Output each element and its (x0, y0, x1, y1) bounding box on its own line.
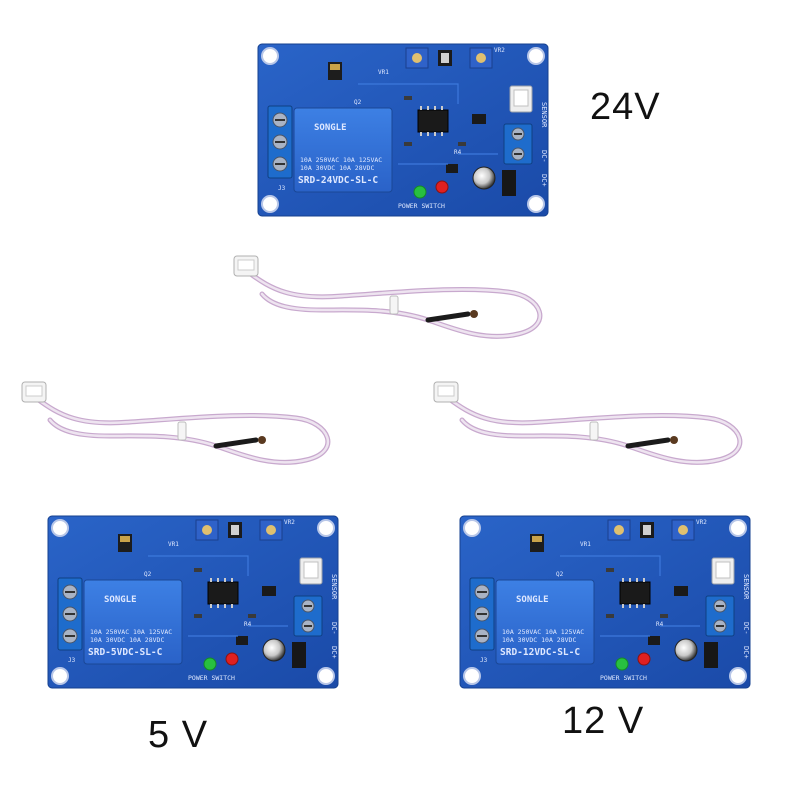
silk-power-switch: POWER SWITCH (600, 674, 647, 682)
relay-model: SRD-5VDC-SL-C (88, 647, 163, 658)
silk-j3: J3 (480, 657, 488, 664)
silk-j3: J3 (68, 657, 76, 664)
silk-dc-minus: DC- (330, 622, 338, 635)
silk-vr2: VR2 (696, 519, 707, 526)
silk-sensor: SENSOR (540, 102, 548, 128)
relay-model: SRD-24VDC-SL-C (298, 175, 378, 186)
voltage-label-24v: 24V (590, 86, 661, 128)
silk-sensor: SENSOR (330, 574, 338, 600)
silk-vr1: VR1 (378, 69, 389, 76)
relay-model: SRD-12VDC-SL-C (500, 647, 580, 658)
silk-dc-minus: DC- (540, 150, 548, 163)
silk-vr1: VR1 (580, 541, 591, 548)
silk-q2: Q2 (556, 571, 564, 578)
voltage-label-12v: 12 V (562, 700, 645, 742)
silk-power-switch: POWER SWITCH (398, 202, 445, 210)
relay-brand: SONGLE (314, 123, 347, 133)
silk-vr2: VR2 (284, 519, 295, 526)
silk-j3: J3 (278, 185, 286, 192)
silk-q2: Q2 (144, 571, 152, 578)
sensor-cable-right (434, 382, 740, 462)
board-24v: SONGLE 10A 250VAC 10A 125VAC 10A 30VDC 1… (257, 43, 549, 217)
board-5v: SONGLE 10A 250VAC 10A 125VAC 10A 30VDC 1… (47, 515, 339, 689)
silk-dc-plus: DC+ (540, 174, 548, 187)
silk-q2: Q2 (354, 99, 362, 106)
relay-brand: SONGLE (516, 595, 549, 605)
silk-dc-plus: DC+ (742, 646, 750, 659)
relay-rating-2: 10A 30VDC 10A 28VDC (300, 164, 374, 172)
silk-power-switch: POWER SWITCH (188, 674, 235, 682)
silk-r4: R4 (656, 621, 664, 628)
sensor-cable-top (234, 256, 540, 336)
relay-brand: SONGLE (104, 595, 137, 605)
silk-dc-plus: DC+ (330, 646, 338, 659)
relay-rating-2: 10A 30VDC 10A 28VDC (90, 636, 164, 644)
silk-vr1: VR1 (168, 541, 179, 548)
voltage-label-5v: 5 V (148, 714, 209, 756)
silk-vr2: VR2 (494, 47, 505, 54)
relay-rating-1: 10A 250VAC 10A 125VAC (300, 156, 382, 164)
silk-dc-minus: DC- (742, 622, 750, 635)
silk-r4: R4 (244, 621, 252, 628)
board-12v: SONGLE 10A 250VAC 10A 125VAC 10A 30VDC 1… (459, 515, 751, 689)
sensor-cable-left (22, 382, 328, 462)
silk-r4: R4 (454, 149, 462, 156)
relay-rating-1: 10A 250VAC 10A 125VAC (502, 628, 584, 636)
relay-rating-2: 10A 30VDC 10A 28VDC (502, 636, 576, 644)
silk-sensor: SENSOR (742, 574, 750, 600)
relay-rating-1: 10A 250VAC 10A 125VAC (90, 628, 172, 636)
